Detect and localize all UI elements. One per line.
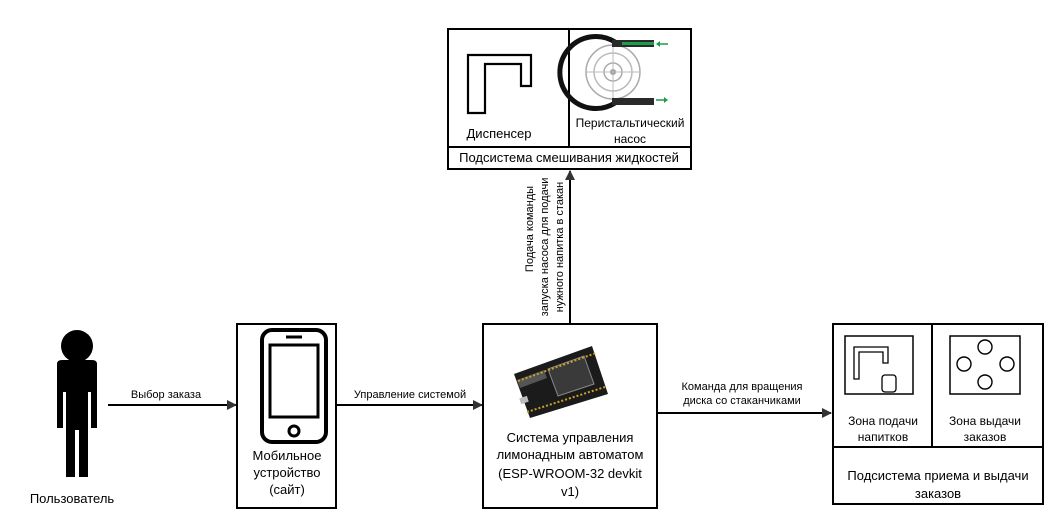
pickup-zone-label-line1: Зона выдачи <box>949 414 1021 428</box>
controller-label-line4: v1) <box>561 484 579 499</box>
user-person-icon <box>57 330 97 477</box>
order-subsystem-label-line1: Подсистема приема и выдачи <box>847 468 1028 483</box>
mobile-label-line3: (сайт) <box>269 482 305 497</box>
smartphone-icon <box>260 328 328 444</box>
controller-label-line1: Система управления <box>507 430 634 445</box>
rotate-command-line1: Команда для вращения <box>681 381 802 393</box>
order-select-label: Выбор заказа <box>131 389 202 401</box>
rotate-command-line2: диска со стаканчиками <box>683 395 801 407</box>
controller-label-line3: (ESP-WROOM-32 devkit <box>498 466 642 481</box>
mixing-subsystem-label: Подсистема смешивания жидкостей <box>459 150 679 165</box>
dispenser-label: Диспенсер <box>467 126 532 141</box>
order-subsystem-label-line2: заказов <box>915 486 961 501</box>
feed-zone-label-line1: Зона подачи <box>848 414 918 428</box>
peristaltic-pump-icon <box>557 34 668 111</box>
pump-command-label: Подача команды запуска насоса для подачи… <box>524 178 566 317</box>
pickup-zone-label-line2: заказов <box>964 430 1007 444</box>
feed-zone-label-line2: напитков <box>858 430 908 444</box>
pump-command-line1: Подача команды <box>524 186 536 272</box>
pump-command-line3: нужного напитка в стакан <box>554 182 566 312</box>
drink-feed-zone-icon <box>844 335 914 395</box>
mobile-label-line1: Мобильное <box>253 448 322 463</box>
pump-label-line1: Перистальтический <box>576 116 685 130</box>
mobile-label-line2: устройство <box>254 465 321 480</box>
system-control-label: Управление системой <box>354 389 466 401</box>
user-label: Пользователь <box>30 491 115 506</box>
controller-label-line2: лимонадным автоматом <box>497 447 644 462</box>
pump-label-line2: насос <box>614 132 646 146</box>
esp32-board-icon <box>514 346 608 418</box>
pickup-zone-icon <box>949 335 1021 395</box>
dispenser-icon <box>466 53 533 115</box>
pump-command-line2: запуска насоса для подачи <box>539 178 551 317</box>
